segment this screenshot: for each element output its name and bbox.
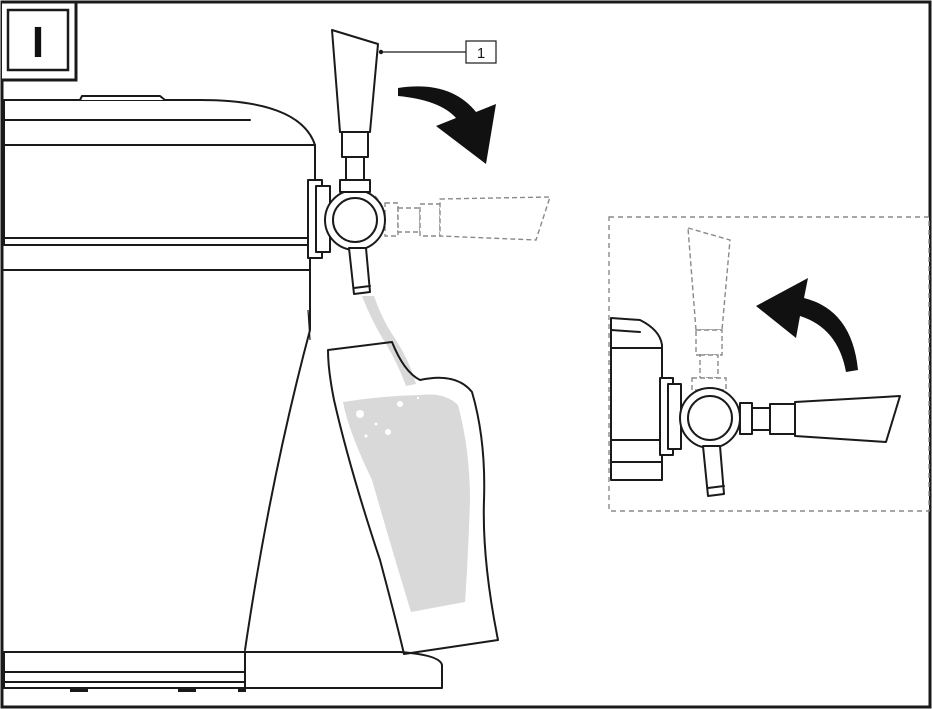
callout-1: 1 xyxy=(378,40,497,64)
step-label: I xyxy=(32,18,44,67)
detail-inset xyxy=(608,216,930,512)
dispenser-body xyxy=(3,95,443,692)
step-badge: I xyxy=(2,0,78,82)
beer-glass xyxy=(327,296,499,655)
curved-arrow-down-icon xyxy=(398,86,496,164)
curved-arrow-up-icon xyxy=(756,278,858,372)
tap-assembly xyxy=(307,29,551,295)
callout-label: 1 xyxy=(477,45,485,62)
